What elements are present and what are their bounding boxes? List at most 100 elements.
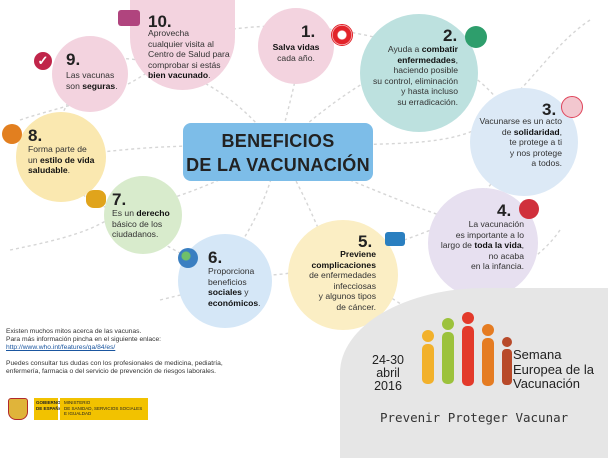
benefit-6-bold-2: económicos [208,297,259,308]
benefit-6-text: Proporciona beneficios sociales y económ… [208,266,274,308]
benefit-5-line-4: de cáncer. [336,301,376,312]
benefit-3-line-1: Vacunarse es un acto [479,116,563,126]
benefit-10-line-4: comprobar si estás [148,59,221,70]
campaign-name-line-2: Europea de la [513,361,594,377]
campaign-dates-month: abril [376,366,400,380]
benefit-2-line-5: y hasta incluso [401,86,458,97]
benefit-7-line-1: Es un [112,208,137,218]
footer-line-2: Para más información pincha en el siguie… [6,336,162,343]
footer-info: Existen muchos mitos acerca de las vacun… [6,328,246,376]
family-icon [519,199,539,219]
benefit-1-line-1: Salva vidas [272,42,320,52]
benefit-10-number: 10. [148,12,172,31]
clinic-icon [118,10,140,26]
benefit-2-comma: , [455,54,458,65]
footer-line-4: enfermería, farmacia o del servicio de p… [6,368,217,375]
gov-line-2: DE ESPAÑA [36,405,62,411]
benefit-8-text: Forma parte de un estilo de vida saludab… [28,144,108,176]
who-link[interactable]: http://www.who.int/features/qa/84/es/ [6,344,116,351]
benefit-2-bold-1: combatir [421,44,458,54]
benefit-9-number: 9. [66,50,81,69]
lifebuoy-icon [331,24,353,46]
benefit-5-circle [288,220,398,330]
ministry-line-1: MINISTERIO [64,400,91,405]
benefit-3-line-4: y nos protege [509,147,562,158]
people-icon [561,96,583,118]
campaign-dates: 24-30 abril 2016 [366,354,410,393]
benefit-1-number: 1. [301,22,316,41]
benefit-7-circle [104,176,182,254]
handshake-icon [86,190,106,208]
checkmark-icon: ✓ [34,52,52,70]
benefit-2-number: 2. [443,26,458,45]
benefit-6-line-3: y [241,287,249,298]
benefit-9-text: Las vacunas son seguras. [66,70,126,91]
benefit-4-comma: , [521,240,524,251]
benefit-6-line-1: Proporciona [208,266,255,276]
benefit-4-text: La vacunación es importante a lo largo d… [430,219,524,272]
benefit-3-circle [470,88,578,196]
benefit-1-text: Salva vidas cada año. [264,42,328,63]
benefit-8-circle [16,112,106,202]
benefit-6-bold-1: sociales [208,287,242,298]
benefit-7-bold-1: derecho [136,208,170,218]
bed-icon [385,232,405,246]
healthy-icon [2,124,22,144]
benefit-5-line-1: de enfermedades [309,270,376,281]
benefit-2-bold-2: enfermedades [397,54,456,65]
benefit-1-circle [258,8,334,84]
benefit-8-period: . [67,165,71,176]
benefit-10-line-3: Centro de Salud para [148,49,230,60]
benefit-3-line-2: de [501,126,514,137]
benefit-2-line-3: haciendo posible [393,65,458,76]
benefit-7-number: 7. [112,190,127,209]
benefit-8-bold-1: estilo de vida [39,154,95,165]
benefit-3-text: Vacunarse es un acto de solidaridad, te … [474,116,563,169]
benefit-5-bold-2: complicaciones [311,259,376,270]
coat-of-arms-icon [8,398,28,420]
virus-icon [465,26,487,48]
benefit-5-bold-1: Previene [340,249,376,259]
campaign-slogan: Prevenir Proteger Vacunar [380,410,569,425]
benefit-6-number: 6. [208,248,223,267]
benefit-10-circle [130,0,235,90]
campaign-figures [422,312,512,386]
benefit-8-line-1: Forma parte de [28,144,87,154]
benefit-6-period: . [258,297,261,308]
footer-line-1: Existen muchos mitos acerca de las vacun… [6,328,142,335]
main-title: BENEFICIOS DE LA VACUNACIÓN [183,123,373,181]
benefit-10-period: . [208,70,211,81]
benefit-5-number: 5. [358,232,373,251]
globe-icon [178,248,198,268]
benefit-2-line-4: su control, eliminación [372,75,458,86]
benefit-4-number: 4. [497,201,512,220]
benefit-7-line-2: básico de los [112,218,163,229]
benefit-3-line-5: a todos. [531,158,562,169]
benefit-8-bold-2: saludable [28,165,68,176]
benefit-3-comma: , [559,126,562,137]
benefit-3-number: 3. [542,100,557,119]
benefit-8-line-2: un [28,154,40,165]
benefit-1-line-2: cada año. [277,52,315,63]
benefit-10-line-2: cualquier visita al [148,38,214,49]
benefit-4-line-3: largo de [440,240,475,251]
campaign-name-line-1: Semana [513,347,562,362]
benefit-3-line-3: te protege a ti [509,137,562,148]
benefit-4-line-2: es importante a lo [455,229,524,240]
campaign-name-line-3: Vacunación [513,376,580,391]
benefit-5-line-2: infecciosas [333,280,376,291]
benefit-4-line-5: en la infancia. [470,261,524,272]
benefit-9-line-1: Las vacunas [66,70,115,80]
benefit-2-line-1: Ayuda a [387,44,422,54]
benefit-9-line-2: son [66,80,83,91]
benefit-3-bold-1: solidaridad [513,126,560,137]
benefit-7-line-3: ciudadanos. [112,229,159,240]
campaign-dates-year: 2016 [374,379,402,393]
benefit-8-number: 8. [28,126,43,145]
ministry-line-2: DE SANIDAD, SERVICIOS SOCIALES [64,405,143,411]
benefit-9-circle [52,36,128,112]
benefit-10-line-1: Aprovecha [148,28,190,38]
benefit-4-bold-1: toda la vida [474,240,522,251]
benefit-10-bold-1: bien vacunado [148,70,209,81]
gov-line-1: GOBIERNO [36,400,61,405]
